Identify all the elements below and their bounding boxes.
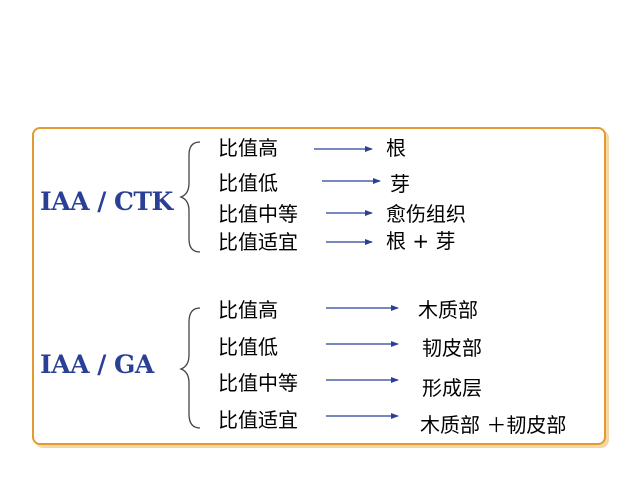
- condition-text: 比值中等: [218, 371, 298, 395]
- result-text: 愈伤组织: [386, 202, 466, 226]
- result-text: 芽: [390, 172, 410, 196]
- condition-text: 比值低: [218, 171, 278, 195]
- condition-text: 比值低: [218, 335, 278, 359]
- condition-text: 比值高: [218, 136, 278, 160]
- result-text: 韧皮部: [422, 336, 482, 360]
- result-text: 木质部 ＋韧皮部: [420, 413, 567, 437]
- content-panel: [32, 127, 606, 445]
- group-label-iaa-ctk: IAA / CTK: [40, 187, 173, 216]
- condition-text: 比值中等: [218, 202, 298, 226]
- group-label-iaa-ga: IAA / GA: [40, 350, 154, 379]
- result-text: 根: [386, 136, 406, 160]
- condition-text: 比值高: [218, 298, 278, 322]
- condition-text: 比值适宜: [218, 230, 298, 254]
- result-text: 根 + 芽: [386, 229, 456, 253]
- condition-text: 比值适宜: [218, 408, 298, 432]
- result-text: 木质部: [418, 298, 478, 322]
- result-text: 形成层: [422, 376, 482, 400]
